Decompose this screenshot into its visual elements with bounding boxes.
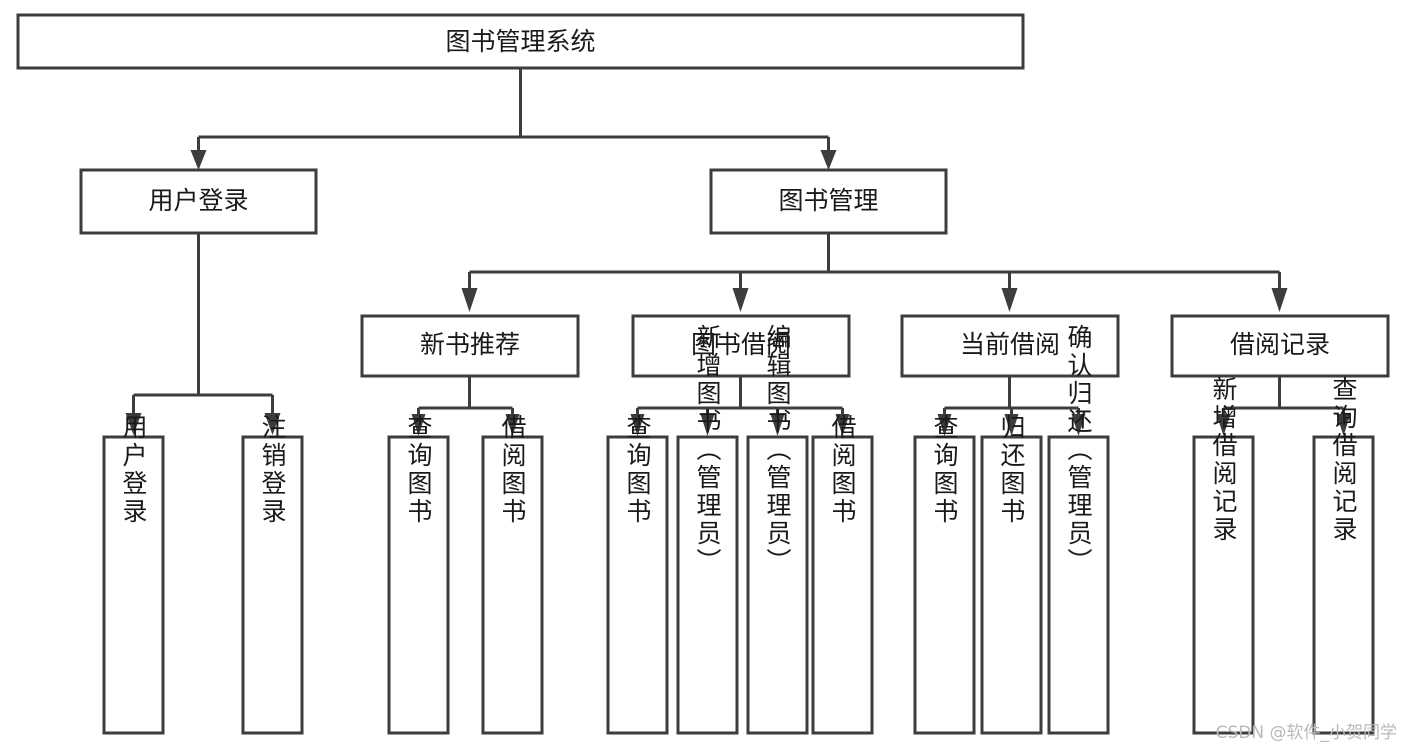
arrow-book-mgmt-to-record [1271,288,1288,312]
node-new-book-recommend-box[interactable] [360,314,580,378]
leaf-label: 查询图书 [930,414,959,526]
connector-layer [125,68,1351,436]
leaf-node[interactable]: 查询图书 [913,414,976,735]
arrow-book-mgmt-to-current [1001,288,1018,312]
leaf-box[interactable] [241,435,304,735]
node-book-management-box[interactable] [709,168,948,235]
leaf-node[interactable]: 新增图书（管理员） [676,324,739,735]
arrow-new-book-leaf-2 [505,414,520,436]
leaf-box[interactable] [913,435,976,735]
leaf-box[interactable] [980,435,1043,735]
node-book-borrow-box[interactable] [631,314,851,378]
arrow-record-leaf-2 [1336,414,1351,436]
leaf-label: 查询图书 [404,414,433,526]
leaf-box[interactable] [387,435,450,735]
leaf-box[interactable] [606,435,669,735]
arrow-book-mgmt-to-borrow [732,288,749,312]
leaf-label: 归还图书 [997,414,1026,526]
leaf-box[interactable] [1047,435,1110,735]
arrow-borrow-leaf-1 [630,414,645,436]
leaf-label: 借阅图书 [498,414,527,526]
node-current-borrow-label: 当前借阅 [960,330,1060,359]
leaf-box[interactable] [481,435,544,735]
leaf-node[interactable]: 新增借阅记录 [1192,376,1255,735]
arrow-borrow-leaf-2 [700,414,715,436]
arrow-current-leaf-3 [1071,414,1086,436]
leaf-box[interactable] [746,435,809,735]
leaf-label: 借阅图书 [828,414,857,526]
node-borrow-record-label: 借阅记录 [1230,330,1330,359]
leaf-node[interactable]: 借阅图书 [811,414,874,735]
leaf-node[interactable]: 查询图书 [387,414,450,735]
node-book-management-label: 图书管理 [778,186,878,215]
arrow-borrow-leaf-3 [770,414,785,436]
arrow-current-leaf-1 [937,414,952,436]
arrow-user-login-leaf-1 [125,413,142,435]
leaf-node[interactable]: 确认归还（管理员） [1047,324,1110,735]
leaf-box[interactable] [1312,435,1375,735]
arrow-root-to-book-mgmt [820,150,837,170]
leaf-label: 查询借阅记录 [1329,376,1358,544]
leaf-label: 确认归还（管理员） [1064,324,1093,576]
leaf-label: 查询图书 [623,414,652,526]
node-book-borrow-label: 图书借阅 [691,330,791,359]
leaf-label: 编辑图书（管理员） [763,324,792,576]
node-root-label: 图书管理系统 [445,27,595,56]
leaf-label: 新增图书（管理员） [693,324,722,576]
leaf-node[interactable]: 查询借阅记录 [1312,376,1375,735]
arrow-borrow-leaf-4 [835,414,850,436]
arrow-user-login-leaf-2 [264,413,281,435]
node-borrow-record[interactable]: 借阅记录 [1170,314,1390,378]
leaf-node[interactable]: 用户登录 [102,414,165,735]
leaf-box[interactable] [1192,435,1255,735]
node-borrow-record-box[interactable] [1170,314,1390,378]
leaf-node[interactable]: 编辑图书（管理员） [746,324,809,735]
leaf-node[interactable]: 查询图书 [606,414,669,735]
node-book-borrow[interactable]: 图书借阅 [631,314,851,378]
node-user-login-label: 用户登录 [148,186,248,215]
leaf-label: 用户登录 [119,414,148,526]
leaf-box[interactable] [811,435,874,735]
node-new-book-recommend-label: 新书推荐 [420,330,520,359]
arrow-record-leaf-1 [1216,414,1231,436]
leaf-label: 新增借阅记录 [1209,376,1238,544]
node-root[interactable]: 图书管理系统 [16,13,1025,70]
arrow-root-to-user-login [190,150,207,170]
leaf-node[interactable]: 归还图书 [980,414,1043,735]
node-current-borrow-box[interactable] [900,314,1120,378]
node-user-login-box[interactable] [79,168,318,235]
node-new-book-recommend[interactable]: 新书推荐 [360,314,580,378]
node-current-borrow[interactable]: 当前借阅 [900,314,1120,378]
leaf-node[interactable]: 借阅图书 [481,414,544,735]
arrow-new-book-leaf-1 [411,414,426,436]
leaf-node[interactable]: 注销登录 [241,414,304,735]
arrow-current-leaf-2 [1004,414,1019,436]
node-root-box[interactable] [16,13,1025,70]
leaf-label: 注销登录 [258,414,287,526]
node-book-management[interactable]: 图书管理 [709,168,948,235]
arrow-book-mgmt-to-new-book [461,288,478,312]
node-user-login[interactable]: 用户登录 [79,168,318,235]
leaf-box[interactable] [102,435,165,735]
leaf-box[interactable] [676,435,739,735]
